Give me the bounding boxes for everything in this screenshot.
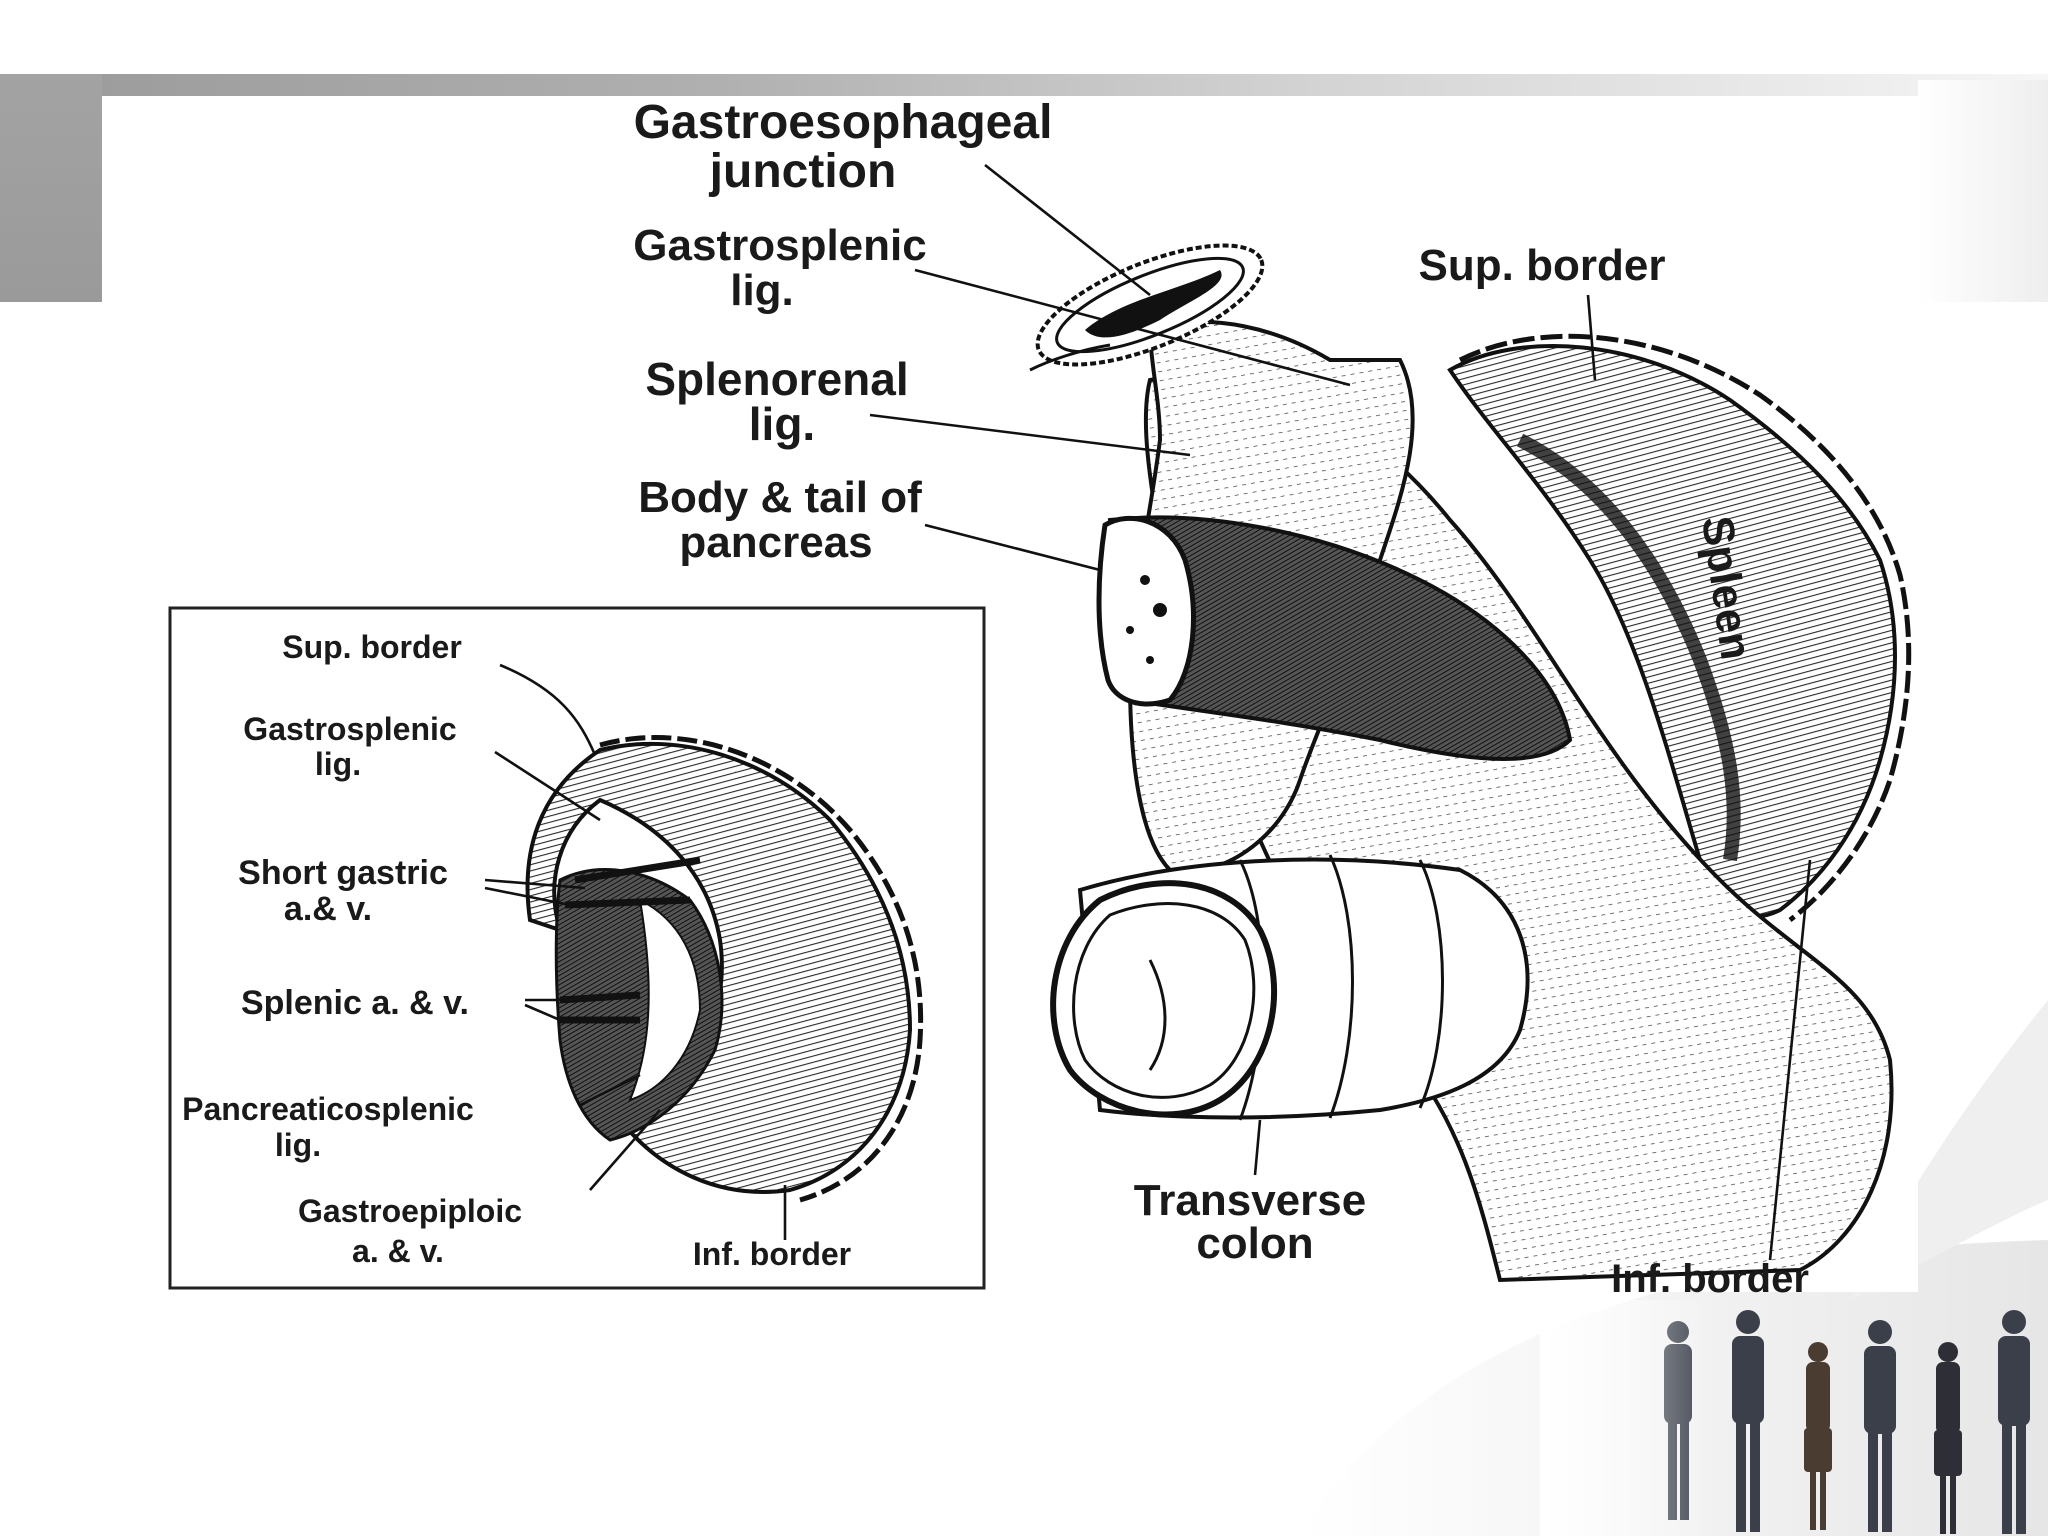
- inset-gastroepiploic-label: Gastroepiploic: [298, 1193, 522, 1229]
- inset-sup-border-label: Sup. border: [282, 629, 462, 665]
- pancreas: [1107, 515, 1573, 761]
- spleen-shape: [1447, 344, 1897, 919]
- body-tail-pancreas-label: Body & tail of: [638, 473, 922, 522]
- inset-short-gastric-label-line2: a.& v.: [284, 890, 372, 928]
- transverse-colon: [1050, 854, 1530, 1121]
- gastroesophageal-junction-label-line2: junction: [709, 145, 897, 198]
- people-holding-hands-image: [1540, 1300, 2048, 1536]
- body-tail-pancreas-label-line2: pancreas: [679, 518, 872, 567]
- pancreas-cut-end: [1096, 515, 1196, 707]
- inset-gastrosplenic-label-line2: lig.: [315, 746, 361, 782]
- transverse-colon-label-line2: colon: [1196, 1219, 1313, 1268]
- splenorenal-lig-label-line2: lig.: [749, 398, 815, 450]
- sup-border-label: Sup. border: [1419, 241, 1666, 290]
- slide-header-bar: [0, 74, 2048, 96]
- transverse-colon-label: Transverse: [1134, 1176, 1366, 1225]
- gastrosplenic-lig-label: Gastrosplenic: [633, 221, 926, 270]
- slide-corner-block: [0, 74, 102, 302]
- inset-short-gastric-label: Short gastric: [238, 854, 448, 892]
- inset-pancreaticosplenic-label-line2: lig.: [275, 1127, 321, 1163]
- inset-inf-border-label: Inf. border: [693, 1236, 851, 1272]
- inset-gastroepiploic-label-line2: a. & v.: [352, 1233, 444, 1269]
- gastrosplenic-lig-label-line2: lig.: [730, 266, 794, 315]
- inset-panel: [168, 606, 986, 1290]
- gastroesophageal-junction-label: Gastroesophageal: [634, 96, 1053, 149]
- splenorenal-lig-label: Splenorenal: [645, 353, 908, 405]
- slide-right-fade: [1918, 80, 2048, 302]
- main-illustration: [869, 163, 1912, 1283]
- inf-border-label: Inf. border: [1611, 1257, 1809, 1301]
- inset-gastrosplenic-label: Gastrosplenic: [243, 711, 456, 747]
- inset-labels: Sup. border Gastrosplenic lig. Short gas…: [182, 629, 851, 1272]
- inset-pancreaticosplenic-label: Pancreaticosplenic: [182, 1091, 474, 1127]
- main-labels: Gastroesophageal junction Gastrosplenic …: [633, 96, 1809, 1301]
- inset-splenic-av-label: Splenic a. & v.: [241, 984, 469, 1022]
